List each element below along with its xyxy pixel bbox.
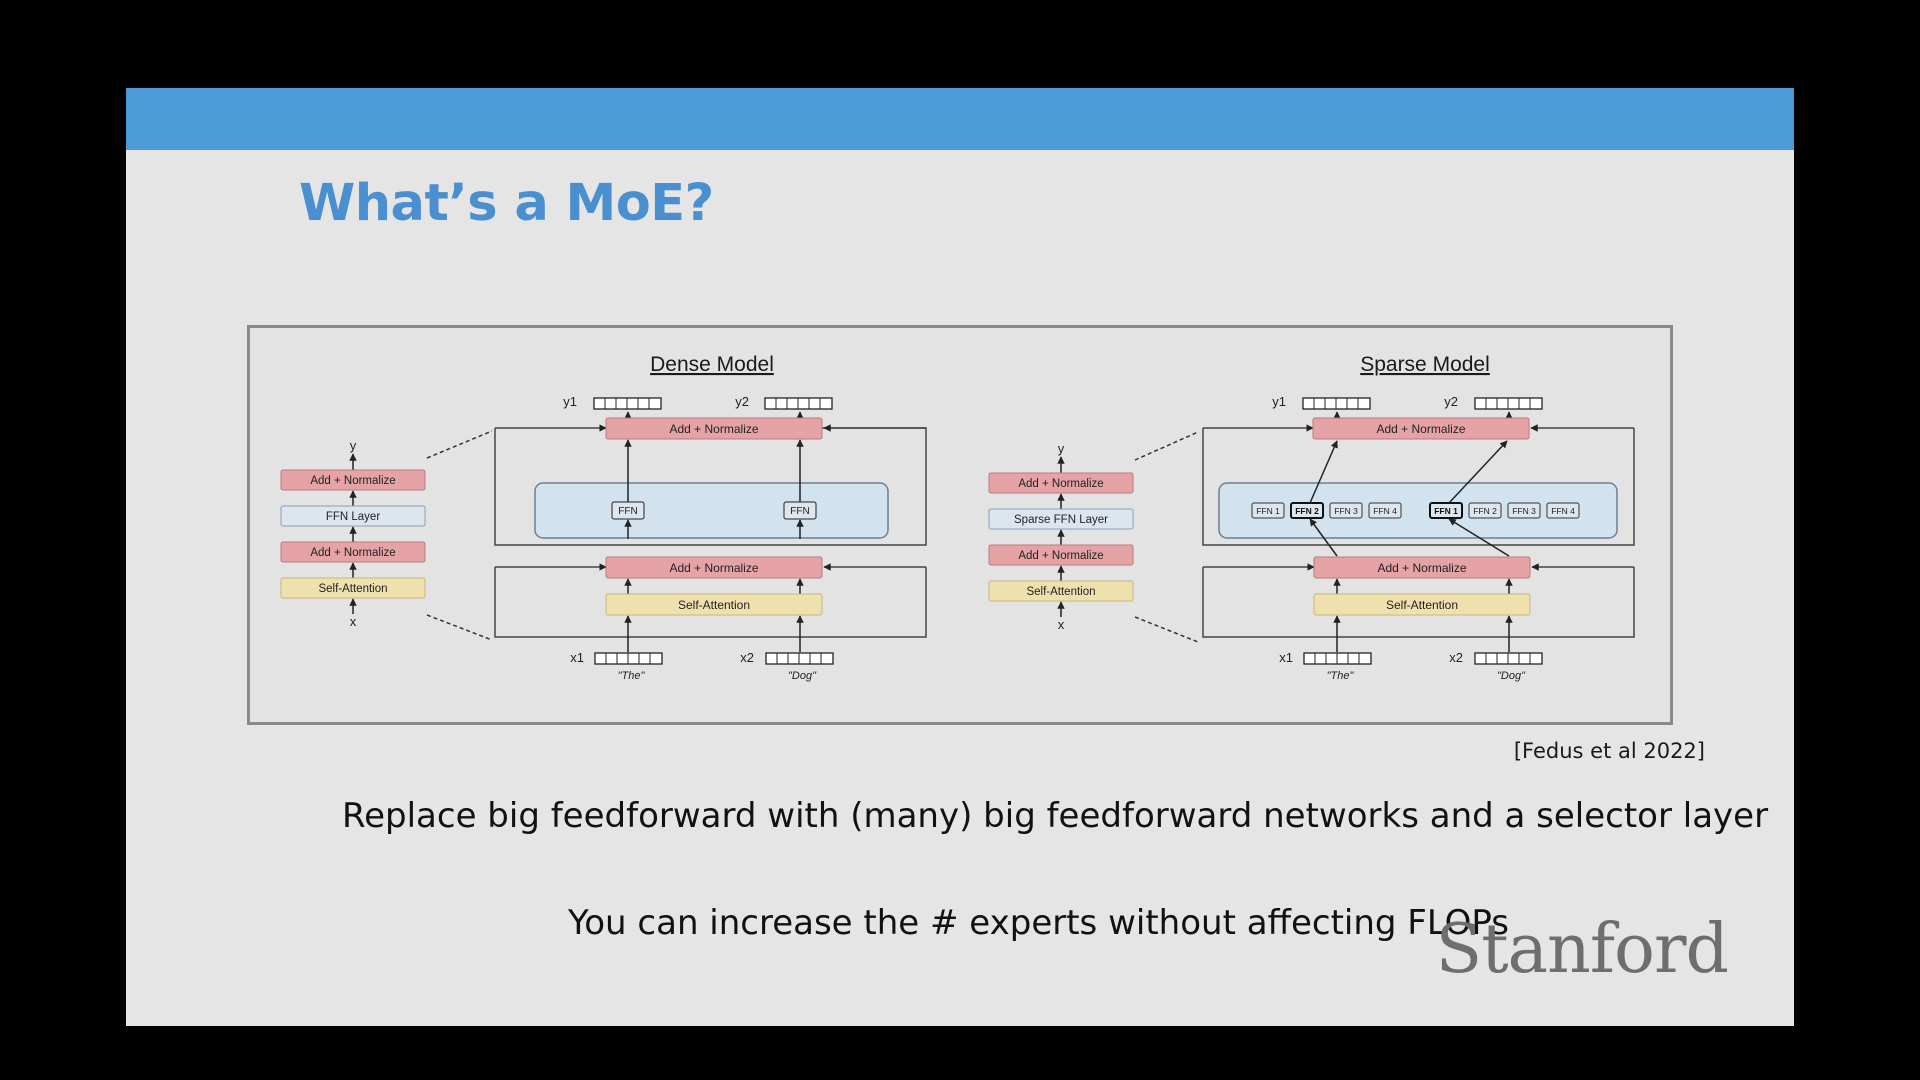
sparse-x2-label: x2 bbox=[1449, 650, 1463, 665]
sparse-title: Sparse Model bbox=[1360, 353, 1490, 376]
sparse-stack-norm-bottom-label: Add + Normalize bbox=[1018, 550, 1103, 562]
sparse-route-token2-in bbox=[1448, 518, 1510, 557]
sparse-expert-b3-label: FFN 3 bbox=[1512, 506, 1536, 516]
sparse-zoom-line-bottom bbox=[1134, 616, 1199, 643]
moe-figure: Dense Model y Add + Normalize FFN Layer … bbox=[247, 325, 1673, 725]
sparse-expert-b2-label: FFN 2 bbox=[1473, 506, 1497, 516]
sparse-expert-b2 bbox=[1468, 502, 1502, 519]
dense-stack-x-label: x bbox=[350, 614, 357, 629]
dense-attention-label: Self-Attention bbox=[678, 598, 750, 612]
sparse-stack-norm-top-label: Add + Normalize bbox=[1018, 478, 1103, 490]
sparse-stack-attention bbox=[988, 580, 1134, 602]
dense-lower-norm bbox=[605, 556, 823, 579]
dense-zoom-line-top bbox=[426, 430, 493, 459]
sparse-expert-a1-label: FFN 1 bbox=[1256, 506, 1280, 516]
sparse-lower-norm-label: Add + Normalize bbox=[1377, 561, 1466, 575]
sparse-token-dog: "Dog" bbox=[1497, 670, 1526, 682]
slide-top-bar bbox=[126, 88, 1794, 150]
sparse-stack-ffn-layer-label: Sparse FFN Layer bbox=[1014, 514, 1108, 526]
dense-x2-vector bbox=[765, 652, 834, 665]
sparse-stack-norm-top bbox=[988, 472, 1134, 494]
sparse-attention-label: Self-Attention bbox=[1386, 598, 1458, 612]
sparse-expert-a2 bbox=[1290, 502, 1324, 519]
dense-x2-label: x2 bbox=[740, 650, 754, 665]
moe-diagram: Dense Model y Add + Normalize FFN Layer … bbox=[280, 353, 1635, 682]
sparse-route-token1-out bbox=[1309, 440, 1338, 504]
sparse-expert-a1 bbox=[1251, 502, 1285, 519]
dense-upper-norm-label: Add + Normalize bbox=[669, 422, 758, 436]
dense-title: Dense Model bbox=[650, 353, 774, 376]
dense-x1-label: x1 bbox=[570, 650, 584, 665]
dense-stack-norm-top-label: Add + Normalize bbox=[310, 475, 395, 487]
sparse-lower-norm bbox=[1313, 556, 1531, 579]
dense-token-the: "The" bbox=[618, 670, 646, 682]
dense-y1-label: y1 bbox=[563, 394, 577, 409]
dense-stack-norm-bottom-label: Add + Normalize bbox=[310, 547, 395, 559]
sparse-attention bbox=[1313, 593, 1531, 616]
dense-upper-norm bbox=[605, 417, 823, 440]
sparse-y1-vector bbox=[1302, 397, 1371, 410]
sparse-token-the: "The" bbox=[1327, 670, 1355, 682]
dense-ffn-container bbox=[534, 482, 889, 539]
dense-stack-ffn-layer bbox=[280, 505, 426, 527]
sparse-expert-a3-label: FFN 3 bbox=[1334, 506, 1358, 516]
body-line-2: You can increase the # experts without a… bbox=[568, 903, 1509, 943]
body-line-1: Replace big feedforward with (many) big … bbox=[342, 796, 1769, 836]
sparse-model: Sparse Model y Add + Normalize Sparse FF… bbox=[988, 353, 1635, 682]
dense-stack-norm-bottom bbox=[280, 541, 426, 563]
citation: [Fedus et al 2022] bbox=[1513, 739, 1705, 763]
sparse-expert-a4 bbox=[1368, 502, 1402, 519]
sparse-y2-label: y2 bbox=[1444, 394, 1458, 409]
sparse-expert-a4-label: FFN 4 bbox=[1373, 506, 1397, 516]
dense-attention bbox=[605, 593, 823, 616]
dense-stack-attention bbox=[280, 577, 426, 599]
sparse-expert-b1 bbox=[1429, 502, 1463, 519]
sparse-stack-norm-bottom bbox=[988, 544, 1134, 566]
dense-y1-vector bbox=[593, 397, 662, 410]
dense-stack-ffn-layer-label: FFN Layer bbox=[326, 511, 380, 523]
dense-stack-y-label: y bbox=[350, 438, 357, 453]
sparse-x1-vector bbox=[1303, 652, 1372, 665]
sparse-route-token1-in bbox=[1309, 518, 1338, 557]
dense-model: Dense Model y Add + Normalize FFN Layer … bbox=[280, 353, 927, 682]
sparse-stack-attention-label: Self-Attention bbox=[1026, 586, 1095, 598]
sparse-route-token2-out bbox=[1448, 440, 1508, 504]
sparse-y1-label: y1 bbox=[1272, 394, 1286, 409]
sparse-stack-y-label: y bbox=[1058, 441, 1065, 456]
dense-stack-attention-label: Self-Attention bbox=[318, 583, 387, 595]
sparse-zoom-line-top bbox=[1134, 431, 1199, 461]
sparse-small-stack: y Add + Normalize Sparse FFN Layer Add +… bbox=[988, 441, 1134, 632]
sparse-expert-b1-label: FFN 1 bbox=[1434, 506, 1458, 516]
dense-y2-vector bbox=[764, 397, 833, 410]
dense-x1-vector bbox=[594, 652, 663, 665]
sparse-expert-b3 bbox=[1507, 502, 1541, 519]
dense-ffn-1-label: FFN bbox=[618, 506, 637, 517]
dense-y2-label: y2 bbox=[735, 394, 749, 409]
sparse-y2-vector bbox=[1474, 397, 1543, 410]
sparse-x2-vector bbox=[1474, 652, 1543, 665]
sparse-stack-x-label: x bbox=[1058, 617, 1065, 632]
sparse-expert-a2-label: FFN 2 bbox=[1295, 506, 1319, 516]
sparse-upper-norm-label: Add + Normalize bbox=[1376, 422, 1465, 436]
sparse-expert-b4 bbox=[1546, 502, 1580, 519]
sparse-stack-ffn-layer bbox=[988, 508, 1134, 530]
dense-zoom-line-bottom bbox=[426, 614, 493, 641]
slide-title: What’s a MoE? bbox=[299, 174, 714, 233]
dense-stack-norm-top bbox=[280, 469, 426, 491]
dense-ffn-2-label: FFN bbox=[790, 506, 809, 517]
dense-small-stack: y Add + Normalize FFN Layer Add + Normal… bbox=[280, 438, 426, 629]
sparse-experts-token2: FFN 1 FFN 2 FFN 3 FFN 4 bbox=[1429, 502, 1580, 519]
sparse-experts-token1: FFN 1 FFN 2 FFN 3 FFN 4 bbox=[1251, 502, 1402, 519]
sparse-upper-norm bbox=[1312, 417, 1530, 440]
sparse-ffn-container bbox=[1218, 482, 1618, 539]
slide: What’s a MoE? Dense Model y Add + Normal… bbox=[126, 88, 1794, 1026]
dense-lower-norm-label: Add + Normalize bbox=[669, 561, 758, 575]
sparse-expert-a3 bbox=[1329, 502, 1363, 519]
sparse-expert-b4-label: FFN 4 bbox=[1551, 506, 1575, 516]
sparse-x1-label: x1 bbox=[1279, 650, 1293, 665]
dense-token-dog: "Dog" bbox=[788, 670, 817, 682]
stanford-logo: Stanford bbox=[1435, 910, 1729, 989]
